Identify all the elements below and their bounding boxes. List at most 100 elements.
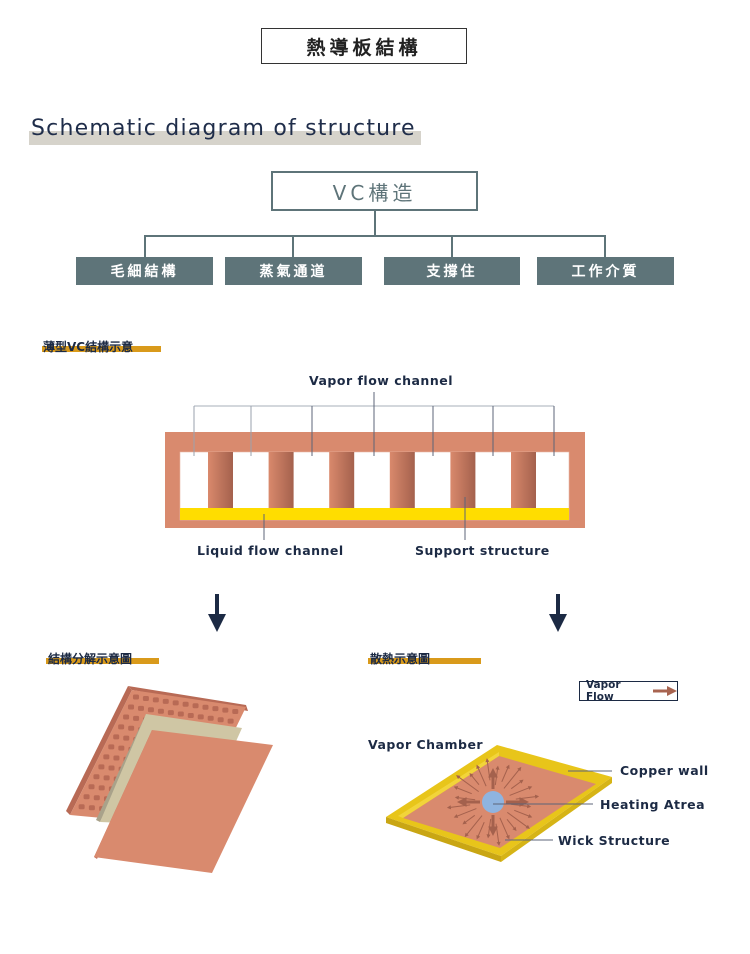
- vapor-flow-arrowhead: [464, 832, 469, 838]
- plate-pillar: [137, 705, 144, 711]
- wick-structure-label: Wick Structure: [558, 833, 671, 848]
- plate-pillar: [187, 712, 194, 718]
- plate-pillar: [157, 708, 164, 714]
- vapor-chamber-label: Vapor Chamber: [368, 737, 484, 752]
- vapor-flow-arrow: [455, 787, 472, 795]
- vapor-flow-arrowhead: [453, 786, 459, 790]
- tree-child-vapor-channel: 蒸氣通道: [225, 257, 362, 285]
- vapor-flow-arrow: [503, 768, 521, 789]
- plate-pillar: [88, 805, 95, 811]
- vapor-flow-arrowhead: [496, 841, 501, 846]
- tree-connector: [144, 235, 146, 257]
- plate-pillar: [142, 695, 149, 701]
- vapor-flow-arrow: [477, 766, 487, 787]
- support-pillar: [450, 452, 476, 508]
- vapor-flow-arrow: [509, 786, 531, 796]
- plate-pillar: [88, 784, 95, 790]
- vapor-flow-arrowhead: [525, 824, 530, 829]
- support-pillar: [208, 452, 233, 508]
- vapor-flow-arrowhead: [526, 804, 532, 809]
- vapor-flow-arrowhead: [486, 834, 491, 839]
- plate-pillar: [93, 795, 100, 801]
- plate-pillar: [147, 707, 154, 713]
- chamber-frame-side: [386, 817, 501, 862]
- tree-child-support: 支撐住: [384, 257, 520, 285]
- vapor-flow-arrowhead: [495, 765, 500, 770]
- heating-area-label: Heating Atrea: [600, 797, 706, 812]
- vapor-flow-arrow: [465, 815, 483, 836]
- vapor-flow-arrowhead: [527, 786, 533, 790]
- plate-pillar: [152, 697, 159, 703]
- plate-pillar: [123, 714, 130, 720]
- vapor-flow-channel-label: Vapor flow channel: [309, 373, 453, 388]
- section-title-highlight: [29, 131, 421, 145]
- support-pillar: [389, 452, 415, 508]
- vapor-flow-arrowhead: [488, 768, 498, 778]
- exploded-view-title: 結構分解示意圖: [48, 652, 133, 666]
- plate-pillar: [192, 703, 199, 709]
- vapor-flow-arrow: [457, 776, 480, 793]
- vapor-flow-arrowhead: [454, 795, 460, 800]
- copper-wall-label: Copper wall: [620, 763, 709, 778]
- vapor-flow-arrowhead: [505, 764, 510, 770]
- plate-pillar: [103, 775, 110, 781]
- plate-pillar: [118, 745, 125, 751]
- chamber-frame-side: [501, 777, 612, 862]
- plate-pillar: [227, 718, 234, 724]
- plate-pillar: [232, 709, 239, 715]
- plate-pillar: [177, 711, 184, 717]
- plate-pillar: [162, 698, 169, 704]
- down-arrow-icon: [549, 594, 567, 632]
- liquid-flow-channel-label: Liquid flow channel: [197, 543, 344, 558]
- vapor-flow-arrowhead: [462, 820, 467, 825]
- plate-pillar: [222, 707, 229, 713]
- plate-pillar: [167, 710, 174, 716]
- vapor-flow-arrowhead: [517, 766, 522, 772]
- vapor-flow-arrowhead: [505, 834, 510, 840]
- section-title: Schematic diagram of structure: [31, 116, 416, 141]
- plate-pillar: [113, 734, 120, 740]
- tree-child-working-fluid: 工作介質: [537, 257, 674, 285]
- plate-pillar: [103, 754, 110, 760]
- support-pillar: [511, 452, 536, 508]
- down-arrow-icon: [208, 594, 226, 632]
- vapor-flow-arrow: [455, 808, 477, 818]
- plate-pillar: [78, 804, 85, 810]
- vapor-flow-arrowhead: [476, 764, 481, 770]
- plate-pillar: [133, 715, 140, 721]
- heating-area: [482, 791, 504, 813]
- subtitle-highlight: [368, 658, 481, 664]
- vapor-flow-arrowhead: [446, 805, 452, 810]
- vapor-flow-arrowhead: [485, 758, 490, 763]
- tree-connector: [292, 235, 294, 257]
- vapor-flow-arrow: [477, 821, 485, 838]
- subtitle-highlight: [46, 658, 159, 664]
- vapor-flow-arrowhead: [512, 826, 517, 832]
- tree-connector: [374, 211, 376, 236]
- frame-inner-edge: [398, 752, 499, 818]
- vapor-flow-arrow: [514, 809, 531, 817]
- plate-pillar: [128, 725, 135, 731]
- plate-pillar: [123, 735, 130, 741]
- plate-pillar: [182, 701, 189, 707]
- vapor-flow-arrow: [515, 796, 537, 800]
- plate-pillar: [113, 755, 120, 761]
- bottom-plate-side: [66, 686, 132, 815]
- tree-connector: [604, 235, 606, 257]
- plate-pillar: [132, 694, 139, 700]
- vapor-flow-arrow: [499, 817, 509, 838]
- legend-label: Vapor Flow: [586, 679, 621, 703]
- vapor-flow-arrowhead: [457, 797, 467, 807]
- plate-pillar: [93, 774, 100, 780]
- vapor-flow-arrow: [449, 804, 471, 808]
- vapor-flow-arrowhead: [534, 794, 540, 799]
- vapor-flow-arrow: [506, 811, 529, 828]
- vapor-flow-arrow: [510, 780, 522, 790]
- support-pillar: [268, 452, 294, 508]
- plate-pillar: [108, 765, 115, 771]
- plate-pillar: [212, 706, 219, 712]
- thin-vc-title: 薄型VC結構示意: [43, 340, 134, 354]
- plate-pillar: [98, 764, 105, 770]
